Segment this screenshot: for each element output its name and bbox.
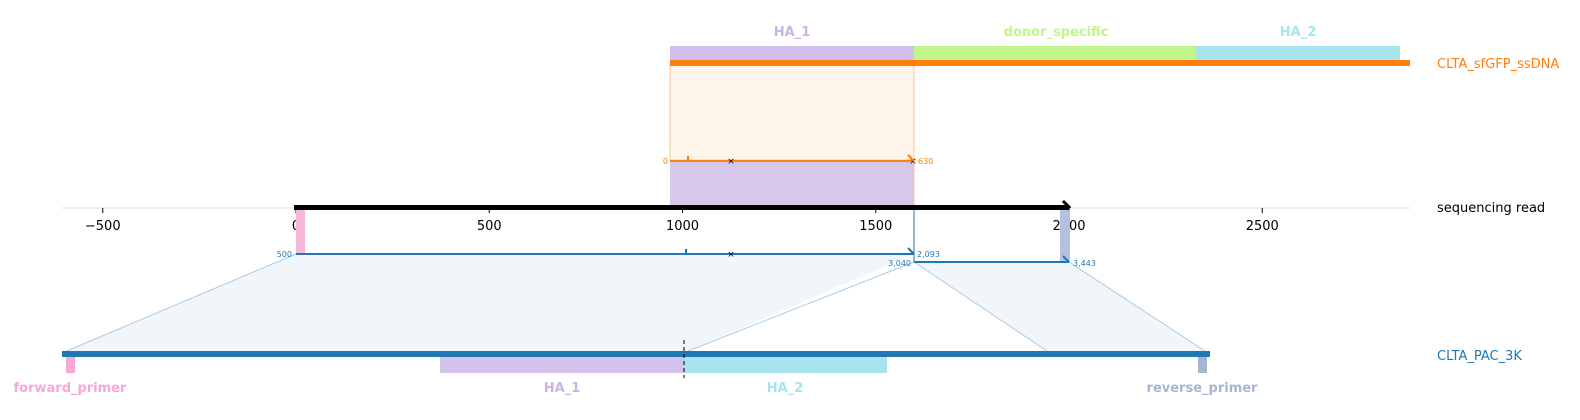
read-forward-primer-mark bbox=[296, 210, 305, 254]
donor-feature-donor-specific bbox=[914, 46, 1196, 62]
projection-line bbox=[682, 261, 915, 354]
projection-line bbox=[1068, 261, 1209, 354]
reference-feature-ha1 bbox=[440, 357, 684, 373]
donor-feature-label-donor-specific: donor_specific bbox=[1004, 25, 1109, 40]
axis-tick-label: 500 bbox=[477, 219, 502, 234]
axis-tick-label: 1500 bbox=[859, 219, 892, 234]
reference-feature-label-ha2: HA_2 bbox=[767, 381, 804, 396]
reference-feature-label-reverse-primer: reverse_primer bbox=[1147, 381, 1259, 396]
reference-feature-label-ha1: HA_1 bbox=[544, 381, 581, 396]
donor-feature-ha1 bbox=[670, 46, 914, 62]
donor-alignment-mismatch: × bbox=[727, 157, 735, 167]
axis-ticks: −50005001000150020002500 bbox=[85, 208, 1279, 234]
reference-alignment-1-start-coord: 500 bbox=[277, 250, 292, 259]
projection-line bbox=[61, 253, 297, 354]
donor-track-bar bbox=[670, 60, 1410, 66]
reference-projection-band-1 bbox=[62, 254, 914, 353]
reference-feature-forward-primer bbox=[66, 357, 75, 373]
donor-track-label: CLTA_sfGFP_ssDNA bbox=[1437, 57, 1559, 72]
donor-feature-label-ha2: HA_2 bbox=[1280, 25, 1317, 40]
reference-alignment-1-end-coord: 2,093 bbox=[917, 250, 940, 259]
donor-feature-label-ha1: HA_1 bbox=[774, 25, 811, 40]
axis-tick-label: −500 bbox=[85, 219, 121, 234]
reference-alignment-1-arrow bbox=[907, 247, 915, 255]
donor-ha1-projection bbox=[670, 161, 914, 209]
reference-alignment-2-arrow bbox=[1062, 255, 1070, 263]
read-reverse-primer-mark bbox=[1060, 210, 1070, 262]
donor-alignment-end-coord: 630 bbox=[918, 157, 933, 166]
projection-line bbox=[913, 261, 1051, 354]
reference-feature-ha2 bbox=[684, 357, 887, 373]
reference-alignment-2-start-coord: 3,040 bbox=[888, 259, 911, 268]
donor-alignment-mismatch: × bbox=[909, 157, 917, 167]
donor-feature-ha2 bbox=[1196, 46, 1400, 62]
axis-tick-label: 1000 bbox=[666, 219, 699, 234]
reference-track-label: CLTA_PAC_3K bbox=[1437, 349, 1522, 364]
donor-projection-band bbox=[669, 64, 915, 161]
donor-alignment-arrow bbox=[907, 154, 915, 162]
reference-alignment-2-end-coord: 3,443 bbox=[1073, 259, 1096, 268]
reference-feature-reverse-primer bbox=[1198, 357, 1207, 373]
reference-alignment-1-mismatch: × bbox=[727, 250, 735, 260]
reference-feature-label-forward-primer: forward_primer bbox=[14, 381, 128, 396]
reference-projection-band-2 bbox=[914, 262, 1208, 353]
read-bar bbox=[294, 205, 1069, 210]
axis-tick-label: 2500 bbox=[1246, 219, 1279, 234]
read-track-label: sequencing read bbox=[1437, 201, 1545, 216]
donor-alignment-start-coord: 0 bbox=[663, 157, 668, 166]
reference-track-bar bbox=[62, 351, 1210, 357]
